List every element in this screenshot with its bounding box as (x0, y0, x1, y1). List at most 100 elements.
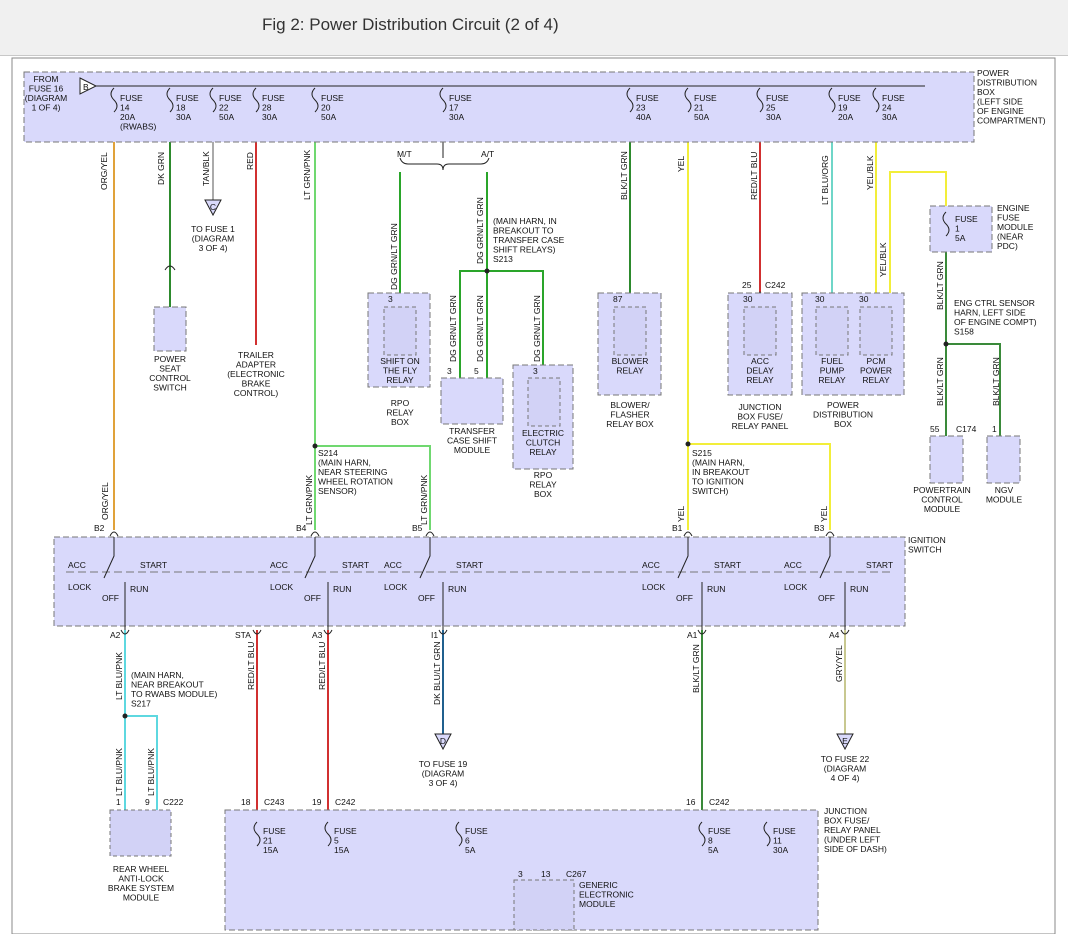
label-lt-blu-pnk: LT BLU/PNK (114, 652, 124, 700)
ign-lock-label: LOCK (270, 582, 293, 592)
ign-pin-arcs (109, 531, 850, 635)
splice-s213 (484, 268, 490, 274)
ign-top-pins: B2 B4 B5 B1 B3 (94, 523, 825, 533)
jb-fuse-3 (455, 821, 463, 847)
pdc-fuse-6 (439, 87, 447, 113)
label-lt-grn-pnk-3: LT GRN/PNK (419, 474, 429, 525)
ign-run-label: RUN (448, 584, 466, 594)
ign-acc-label: ACC (642, 560, 660, 570)
svg-text:1: 1 (116, 797, 121, 807)
pdc-fuse-9 (756, 87, 764, 113)
pdc-fuse-4 (252, 87, 260, 113)
ign-start-label: START (456, 560, 483, 570)
ign-run-label: RUN (707, 584, 725, 594)
svg-text:B3: B3 (814, 523, 825, 533)
label-red: RED (245, 152, 255, 170)
jb-pins: 18 C243 19 C242 16 C242 (241, 797, 730, 807)
ign-contact-arm (677, 537, 689, 579)
svg-text:3: 3 (388, 294, 393, 304)
ign-acc-label: ACC (270, 560, 288, 570)
svg-text:A2: A2 (110, 630, 121, 640)
label-lt-blu-pnk-3: LT BLU/PNK (146, 748, 156, 796)
splice-s217 (122, 713, 128, 719)
wire-dg-grn-s213 (459, 270, 544, 371)
svg-text:E: E (842, 736, 848, 746)
wire-lt-blu-pnk (124, 630, 158, 810)
wire-lt-grn-pnk-b5 (315, 445, 431, 530)
svg-text:3: 3 (533, 366, 538, 376)
svg-text:30: 30 (859, 294, 869, 304)
label-lt-blu-pnk-2: LT BLU/PNK (114, 748, 124, 796)
pdc-box (23, 71, 975, 143)
label-lt-blu-org: LT BLU/ORG (820, 155, 830, 205)
ign-run-label: RUN (850, 584, 868, 594)
svg-text:C: C (210, 202, 216, 212)
svg-text:5: 5 (474, 366, 479, 376)
pdc-fuse-11 (872, 87, 880, 113)
splice-s215 (685, 441, 691, 447)
svg-text:25: 25 (742, 280, 752, 290)
svg-text:B4: B4 (296, 523, 307, 533)
label-dk-blu-lt-grn: DK BLU/LT GRN (432, 642, 442, 705)
pdc-fuse-3 (209, 87, 217, 113)
ign-off-label: OFF (418, 593, 435, 603)
jb-fuse-4 (698, 821, 706, 847)
label-yel: YEL (676, 156, 686, 172)
diagram-frame (11, 57, 1056, 934)
wire-labels: ORG/YEL DK GRN TAN/BLK RED LT GRN/PNK BL… (99, 149, 1001, 796)
svg-text:55: 55 (930, 424, 940, 434)
svg-text:1: 1 (992, 424, 997, 434)
ign-lock-label: LOCK (68, 582, 91, 592)
svg-text:16: 16 (686, 797, 696, 807)
label-org-yel-2: ORG/YEL (100, 482, 110, 520)
pdc-fuse-2 (166, 87, 174, 113)
label-org-yel: ORG/YEL (99, 152, 109, 190)
pdc-fuse-1 (110, 87, 118, 113)
label-dg-grn-4: DG GRN/LT GRN (475, 295, 485, 362)
svg-text:B5: B5 (412, 523, 423, 533)
svg-text:13: 13 (541, 869, 551, 879)
ign-acc-label: ACC (384, 560, 402, 570)
ign-lock-label: LOCK (642, 582, 665, 592)
ign-lock-label: LOCK (784, 582, 807, 592)
ign-lock-label: LOCK (384, 582, 407, 592)
pdc-fuse-8 (684, 87, 692, 113)
jb-fuse-5 (763, 821, 771, 847)
label-yel-blk-2: YEL/BLK (878, 242, 888, 277)
label-dg-grn-3: DG GRN/LT GRN (448, 295, 458, 362)
label-gry-yel: GRY/YEL (834, 645, 844, 682)
ign-bottom-pins: A2 STA A3 I1 A1 A4 (110, 630, 840, 640)
label-yel-2: YEL (676, 506, 686, 522)
